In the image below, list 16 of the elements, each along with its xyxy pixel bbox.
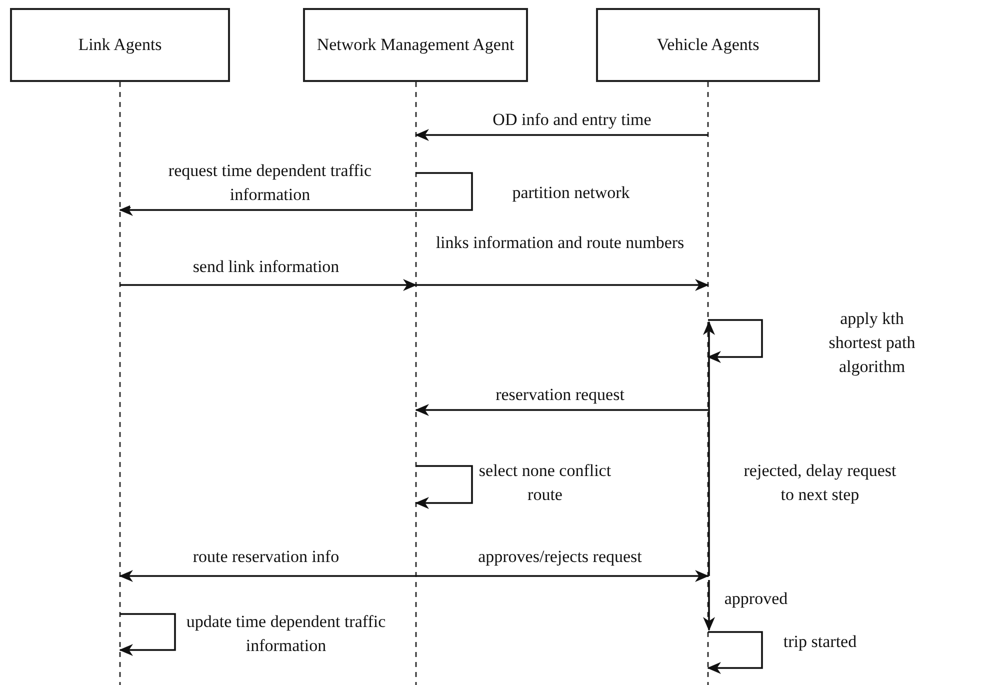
participant-box: Network Management Agent xyxy=(303,8,528,82)
message-arrow xyxy=(703,321,715,576)
participant-box: Link Agents xyxy=(10,8,230,82)
message-arrow xyxy=(119,613,176,656)
message-arrow xyxy=(415,404,708,416)
message-arrow xyxy=(415,465,473,509)
message-arrow xyxy=(703,580,715,631)
message-arrow xyxy=(416,279,709,291)
message-arrow xyxy=(119,570,416,582)
participant-box: Vehicle Agents xyxy=(596,8,820,82)
message-arrow xyxy=(119,172,473,216)
message-arrow xyxy=(707,319,763,363)
message-arrow xyxy=(416,570,709,582)
message-arrow xyxy=(120,279,417,291)
message-arrow xyxy=(415,129,708,141)
message-arrow xyxy=(707,631,763,674)
